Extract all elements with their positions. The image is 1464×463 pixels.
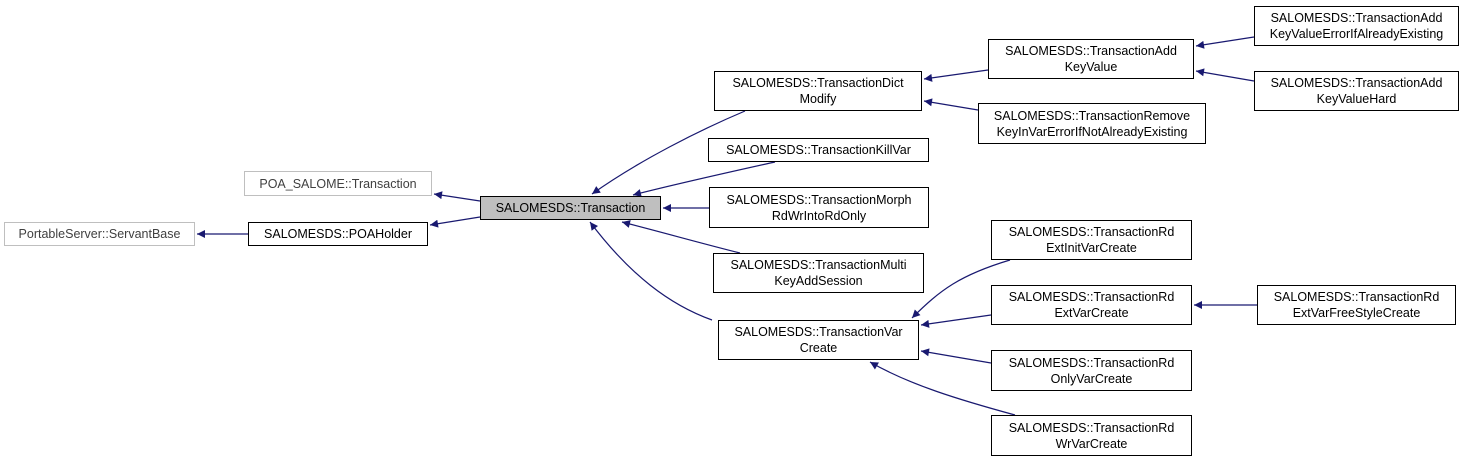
node-label: POA_SALOME::Transaction: [259, 176, 417, 191]
node-label: PortableServer::ServantBase: [18, 227, 181, 241]
edge-addhard-to-addkeyvalue: [1195, 68, 1255, 82]
node-transaction-rd-wr[interactable]: SALOMESDS::TransactionRd WrVarCreate: [991, 415, 1192, 456]
edge-addkeyvalue-to-dictmodify: [923, 69, 989, 82]
node-poa-salome-transaction[interactable]: POA_SALOME::Transaction: [244, 171, 432, 196]
node-transaction-var-create[interactable]: SALOMESDS::TransactionVar Create: [718, 320, 919, 360]
edge-rdonly-to-varcreate: [920, 348, 992, 364]
node-label: SALOMESDS::TransactionRemove KeyInVarErr…: [993, 108, 1191, 139]
edge-multikey-to-transaction: [621, 220, 741, 254]
edge-rdextinit-to-varcreate: [911, 259, 1011, 319]
node-transaction-rd-ext[interactable]: SALOMESDS::TransactionRd ExtVarCreate: [991, 285, 1192, 325]
edge-dictmodify-to-transaction: [591, 110, 746, 195]
edge-transaction-to-poa-transaction: [433, 191, 481, 202]
node-transaction-add-key-value[interactable]: SALOMESDS::TransactionAdd KeyValue: [988, 39, 1194, 79]
node-label: SALOMESDS::TransactionRd WrVarCreate: [1008, 420, 1175, 451]
edge-varcreate-to-transaction: [589, 221, 713, 321]
edge-rdext-to-varcreate: [920, 314, 992, 328]
node-label: SALOMESDS::TransactionAdd KeyValueErrorI…: [1269, 11, 1444, 41]
node-label: SALOMESDS::TransactionVar Create: [734, 325, 903, 355]
node-transaction-multi-key[interactable]: SALOMESDS::TransactionMulti KeyAddSessio…: [713, 253, 924, 293]
node-label: SALOMESDS::TransactionRd ExtInitVarCreat…: [1008, 225, 1175, 255]
edge-killvar-to-transaction: [632, 161, 776, 197]
edge-adderror-to-addkeyvalue: [1195, 36, 1255, 49]
node-label: SALOMESDS::TransactionRd ExtVarFreeStyle…: [1273, 290, 1440, 320]
node-portableserver-servantbase[interactable]: PortableServer::ServantBase: [4, 222, 195, 246]
node-label: SALOMESDS::TransactionMorph RdWrIntoRdOn…: [726, 192, 912, 223]
node-label: SALOMESDS::TransactionMulti KeyAddSessio…: [730, 258, 907, 288]
node-transaction-rd-only[interactable]: SALOMESDS::TransactionRd OnlyVarCreate: [991, 350, 1192, 391]
node-label: SALOMESDS::TransactionRd ExtVarCreate: [1008, 290, 1175, 320]
edge-transaction-to-poaholder: [429, 216, 481, 228]
node-transaction-add-error-exist[interactable]: SALOMESDS::TransactionAdd KeyValueErrorI…: [1254, 6, 1459, 46]
node-transaction-morph[interactable]: SALOMESDS::TransactionMorph RdWrIntoRdOn…: [709, 187, 929, 228]
node-poaholder[interactable]: SALOMESDS::POAHolder: [248, 222, 428, 246]
edge-removekey-to-dictmodify: [923, 98, 979, 111]
node-transaction-kill-var[interactable]: SALOMESDS::TransactionKillVar: [708, 138, 929, 162]
node-label: SALOMESDS::TransactionAdd KeyValue: [1005, 44, 1177, 74]
node-label: SALOMESDS::POAHolder: [264, 227, 412, 241]
node-transaction-add-hard[interactable]: SALOMESDS::TransactionAdd KeyValueHard: [1254, 71, 1459, 111]
node-label: SALOMESDS::TransactionDict Modify: [732, 76, 904, 106]
node-label: SALOMESDS::Transaction: [495, 201, 646, 215]
node-transaction-remove-key[interactable]: SALOMESDS::TransactionRemove KeyInVarErr…: [978, 103, 1206, 144]
node-label: SALOMESDS::TransactionKillVar: [726, 143, 911, 157]
node-transaction-dict-modify[interactable]: SALOMESDS::TransactionDict Modify: [714, 71, 922, 111]
node-transaction-rd-ext-init[interactable]: SALOMESDS::TransactionRd ExtInitVarCreat…: [991, 220, 1192, 260]
node-label: SALOMESDS::TransactionAdd KeyValueHard: [1270, 76, 1443, 106]
node-label: SALOMESDS::TransactionRd OnlyVarCreate: [1008, 355, 1175, 386]
edge-rdwr-to-varcreate: [869, 361, 1016, 416]
node-transaction-rd-ext-free[interactable]: SALOMESDS::TransactionRd ExtVarFreeStyle…: [1257, 285, 1456, 325]
node-transaction-current: SALOMESDS::Transaction: [480, 196, 661, 220]
